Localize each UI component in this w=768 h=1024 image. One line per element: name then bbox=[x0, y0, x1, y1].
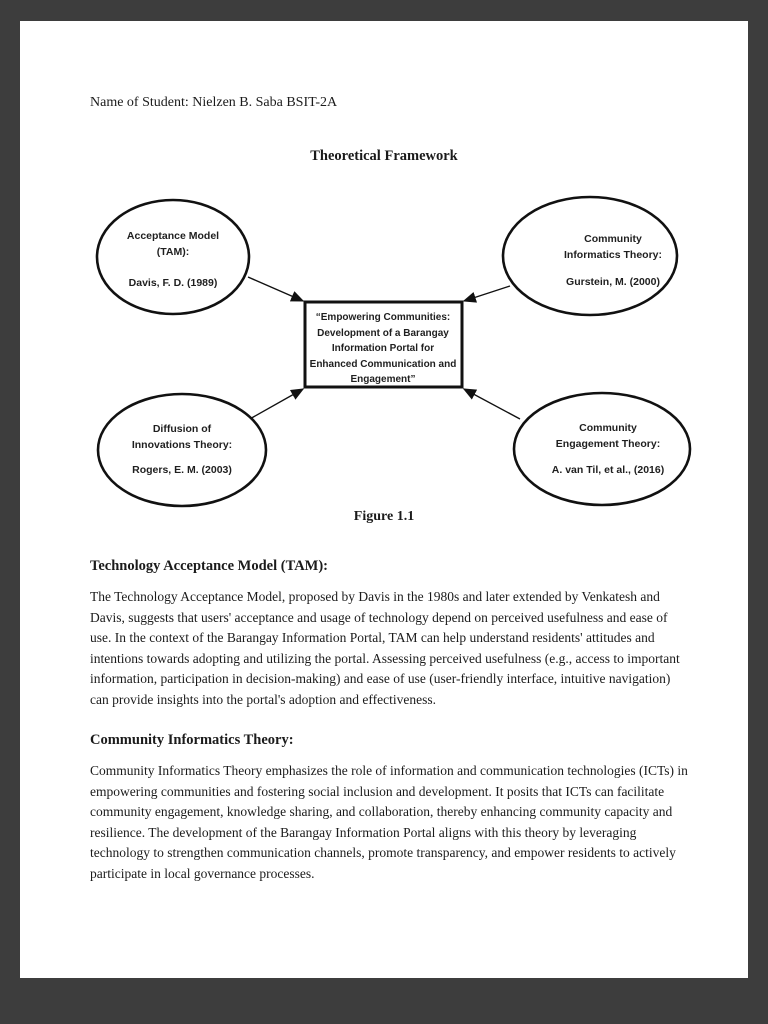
figure-caption: Figure 1.1 bbox=[353, 509, 415, 524]
section-body-cit: Community Informatics Theory emphasizes … bbox=[90, 763, 688, 881]
node-cet-author: A. van Til, et al., (2016) bbox=[551, 464, 665, 476]
page-title: Theoretical Framework bbox=[310, 148, 458, 164]
section-heading-cit: Community Informatics Theory: bbox=[90, 732, 294, 748]
arrow-dit-to-box bbox=[247, 388, 305, 421]
node-cit-author: Gurstein, M. (2000) bbox=[566, 276, 660, 288]
ellipse-cet bbox=[512, 391, 692, 507]
center-box bbox=[303, 300, 464, 389]
node-tam-title: Acceptance Model (TAM): bbox=[126, 230, 220, 258]
document-page: Name of Student: Nielzen B. Saba BSIT-2A… bbox=[20, 21, 748, 978]
section-body-tam: The Technology Acceptance Model, propose… bbox=[90, 589, 680, 707]
section-heading-tam: Technology Acceptance Model (TAM): bbox=[90, 558, 329, 574]
framework-diagram: “Empowering Communities: Development of … bbox=[20, 181, 748, 511]
diagram-shapes bbox=[95, 195, 692, 508]
node-dit-author: Rogers, E. M. (2003) bbox=[132, 464, 232, 476]
node-cet-title: Community Engagement Theory: bbox=[555, 422, 661, 450]
student-name-line: Name of Student: Nielzen B. Saba BSIT-2A bbox=[90, 95, 338, 110]
arrow-cet-to-box bbox=[462, 388, 521, 420]
ellipse-cit bbox=[501, 195, 679, 317]
node-dit-title: Diffusion of Innovations Theory: bbox=[131, 423, 233, 451]
center-box-label: “Empowering Communities: Development of … bbox=[309, 312, 457, 385]
ellipse-tam bbox=[95, 198, 251, 316]
node-tam-author: Davis, F. D. (1989) bbox=[128, 277, 218, 289]
node-cit-title: Community Informatics Theory: bbox=[563, 233, 663, 261]
arrow-tam-to-box bbox=[247, 276, 305, 302]
arrow-cit-to-box bbox=[462, 285, 511, 303]
ellipse-dit bbox=[96, 392, 268, 508]
